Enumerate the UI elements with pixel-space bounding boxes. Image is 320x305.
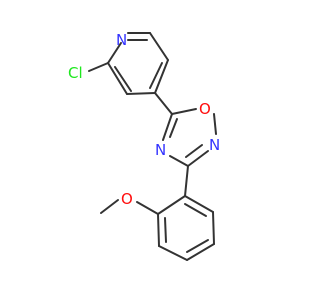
bond-o-ch3 [100,199,119,214]
bond-n2-c3-inner [185,144,203,158]
bond-c2-cl [88,62,109,72]
bond-c5-o1 [171,108,197,115]
methoxy-oxygen-label: O [121,190,133,208]
pyridine-ring [107,32,169,95]
bond-c2-c3-inner [114,66,132,92]
bond-ph2-ph3 [157,213,160,247]
bond-ph6-ph1 [184,195,214,213]
oxadiazole-oxygen-label: O [199,100,211,118]
oxadiazole-n4-label: N [155,141,166,159]
bond-n1-c2 [107,42,122,64]
bond-ph2-o [136,201,159,215]
bond-oxadiazole-phenyl [184,165,189,197]
bond-pyridine-oxadiazole [154,92,173,115]
phenyl-ring [157,195,215,261]
bond-n4-c5-inner [169,118,178,138]
bond-ph2-ph3-inner [164,217,167,243]
chlorine-label: Cl [68,64,83,82]
oxadiazole-n2-label: N [209,136,220,154]
structure-diagram: N Cl O N N O [0,0,300,300]
bond-ph5-ph6 [212,211,215,245]
bond-ph1-ph2 [157,195,186,215]
bond-ph4-ph5-inner [186,239,209,253]
bond-ph3-ph4 [158,245,188,261]
bond-n2-c3 [187,150,209,167]
pyridine-nitrogen-label: N [116,31,127,49]
bond-o1-n2 [213,113,217,135]
bond-c2-c3 [107,62,128,95]
bond-c3-n4 [169,155,189,167]
bond-ph4-ph5 [186,243,215,261]
oxadiazole-ring [162,108,217,167]
bond-c4-c5 [154,59,169,94]
molecule-svg: N Cl O N N O [0,0,300,300]
background [0,0,300,300]
bond-ph6-ph1-inner [184,203,207,217]
bond-c4-c5-inner [149,62,163,89]
bond-c3-c4 [126,92,156,95]
bond-c5-c6 [149,32,169,61]
bond-n4-c5 [162,113,173,141]
